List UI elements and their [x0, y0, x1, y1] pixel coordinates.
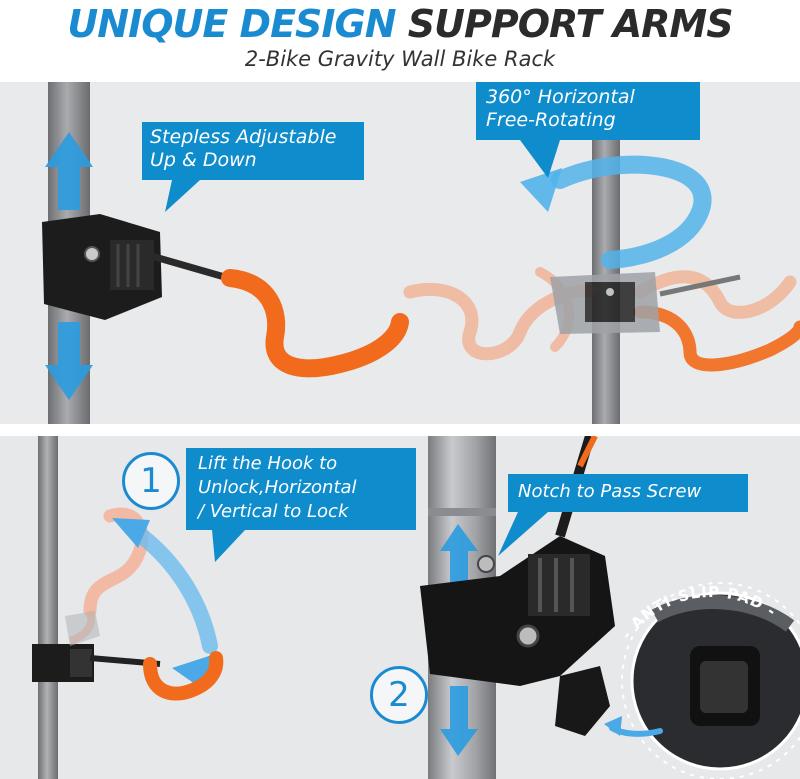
- bottom-left-pole: [38, 436, 58, 779]
- callout-lift-line2: Unlock,Horizontal: [198, 477, 357, 498]
- callout-lift-line3: / Vertical to Lock: [198, 501, 349, 522]
- big-pole-up-down-arrow: [440, 524, 478, 756]
- callout-lift-line1: Lift the Hook to: [198, 453, 338, 474]
- callout-notch: Notch to Pass Screw: [508, 474, 748, 512]
- bottom-panel-illustration: [32, 436, 800, 779]
- callout-lift-hook: Lift the Hook to Unlock,Horizontal / Ver…: [186, 448, 416, 530]
- callout-rotating-line2: Free-Rotating: [486, 109, 616, 131]
- rotation-arrowhead: [520, 168, 562, 212]
- callout-stepless-adjustable: Stepless Adjustable Up & Down: [142, 122, 364, 180]
- top-panel: Stepless Adjustable Up & Down 360° Horiz…: [0, 82, 800, 424]
- lift-arrow-head-top: [112, 518, 150, 548]
- anti-slip-inset: [621, 582, 800, 779]
- page-title: UNIQUE DESIGN SUPPORT ARMS: [0, 2, 800, 46]
- callout-notch-text: Notch to Pass Screw: [518, 481, 702, 502]
- title-rest: SUPPORT ARMS: [407, 2, 734, 46]
- header: UNIQUE DESIGN SUPPORT ARMS 2-Bike Gravit…: [0, 0, 800, 82]
- callout-rotating-line1: 360° Horizontal: [486, 86, 635, 108]
- lift-arrow: [127, 523, 218, 654]
- callout-stepless-line2: Up & Down: [150, 149, 257, 171]
- left-clamp: [42, 214, 162, 320]
- small-orange-hook: [143, 651, 224, 701]
- right-orange-hook: [633, 305, 800, 372]
- bottom-panel: 1 2 Lift the Hook to Unlock,Horizontal /…: [0, 436, 800, 779]
- big-clamp: [420, 536, 615, 736]
- step-2-badge: 2: [370, 666, 428, 724]
- small-clamp: [32, 611, 100, 682]
- up-down-arrow: [45, 132, 93, 400]
- ghost-hook: [83, 507, 149, 618]
- callout-360-rotating: 360° Horizontal Free-Rotating: [476, 82, 700, 140]
- page-subtitle: 2-Bike Gravity Wall Bike Rack: [244, 47, 556, 71]
- step-1-badge: 1: [122, 452, 180, 510]
- right-clamp: [550, 272, 660, 334]
- panel-divider: [0, 424, 800, 436]
- callout-stepless-line1: Stepless Adjustable: [150, 126, 337, 148]
- top-panel-illustration: [42, 82, 800, 424]
- left-orange-hook: [221, 269, 409, 378]
- title-accent: UNIQUE DESIGN: [67, 2, 396, 46]
- rotation-arrow: [551, 155, 712, 269]
